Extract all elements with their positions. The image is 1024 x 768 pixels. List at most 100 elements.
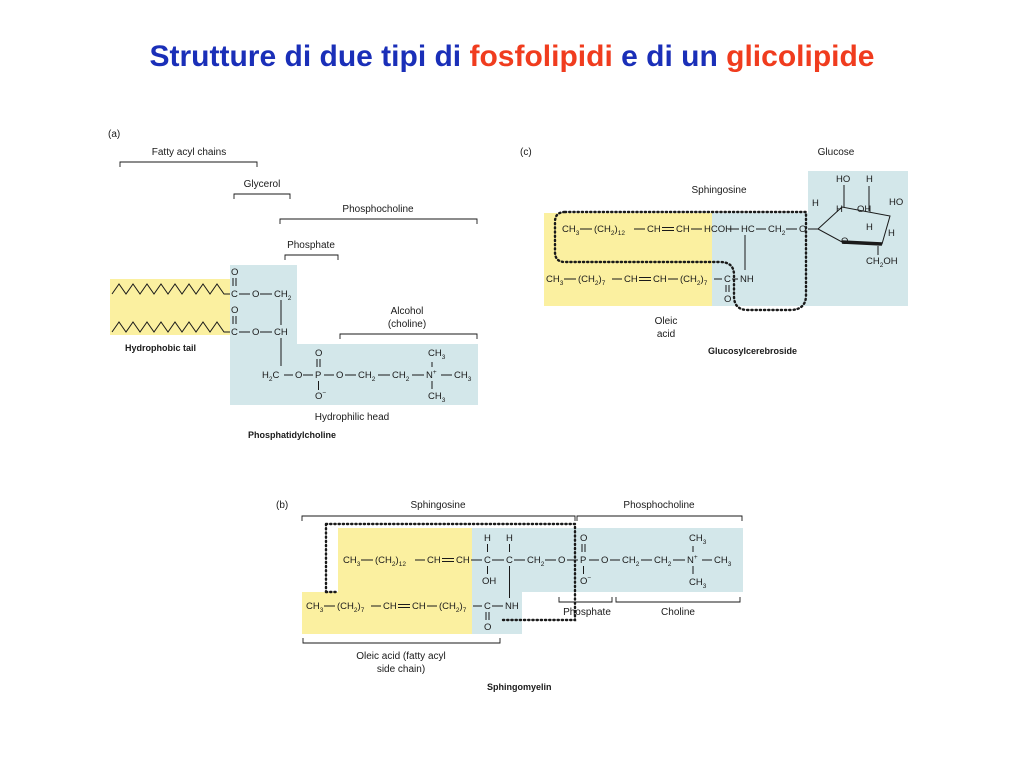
chem-ch2-a1: CH2 [274,289,292,302]
title-highlight-1: fosfolipidi [469,40,613,73]
acid-label-c: acid [657,329,675,340]
phosphate-brace-a [284,254,339,260]
chem-nh-c: NH [740,274,754,285]
chem-n-plus-a: N+ [426,369,437,381]
chem-ch-c2: CH [676,224,690,235]
panel-b-sphingomyelin: (b) Sphingosine Phosphocholine CH3 (CH2)… [276,500,743,692]
chem-c-a2: C [231,327,238,338]
hydrophobic-tail-region [110,279,230,335]
chem-ch3-a2: CH3 [428,348,446,361]
phosphate-brace-b [558,597,613,603]
chem-o-c3: O [841,236,848,247]
sphingomyelin-name: Sphingomyelin [487,682,552,692]
title-part-1: Strutture di due tipi di [149,40,470,73]
chem-o-c2: O [724,294,731,305]
hydrophilic-head-region [230,265,478,405]
double-bond-a3 [316,359,321,367]
chem-ch3-b3: CH3 [689,533,707,546]
phosphocholine-label-b: Phosphocholine [623,500,695,511]
double-bond-a1 [232,278,237,286]
alcohol-label: Alcohol [391,306,424,317]
hydrophilic-region-c [712,171,908,306]
panel-b-tag: (b) [276,500,288,511]
chem-o-minus-a: O− [315,390,326,402]
chem-c-a1: C [231,289,238,300]
choline-label-b: Choline [661,607,695,618]
panel-c-tag: (c) [520,147,532,158]
fatty-acyl-chains-label: Fatty acyl chains [152,147,226,158]
chem-ch2-7-c2: (CH2)7 [680,274,708,287]
chem-ch2-b1: CH2 [527,555,545,568]
chem-o-a6: O [315,348,322,359]
glycerol-brace [233,193,291,199]
hydrophobic-region-c [544,213,712,306]
chem-ch3-b1: CH3 [343,555,361,568]
chem-ho-c1: HO [836,174,850,185]
title-highlight-2: glicolipide [726,40,875,73]
glycerol-label: Glycerol [244,179,281,190]
glucose-ring [817,206,891,245]
sphingosine-hydrophobic-region [338,528,472,592]
chem-ch3-b2: CH3 [714,555,732,568]
oleic-label-b-1: Oleic acid (fatty acyl [356,651,445,662]
chem-ch2-a3: CH2 [392,370,410,383]
chem-h-b2: H [506,533,513,544]
chem-o-minus-b: O− [580,575,591,587]
sphingosine-brace-b [301,515,576,521]
chem-p-b: P [580,555,586,566]
chem-h-c2: H [866,174,873,185]
chem-ch2-12-b: (CH2)12 [375,555,406,568]
chem-h-c3: H [836,204,843,215]
oleic-label-b-2: side chain) [377,664,425,675]
chem-oh-c: OH [857,204,871,215]
double-bond-c3 [725,285,730,292]
phosphocholine-label-a: Phosphocholine [342,204,414,215]
hydrophilic-head-label: Hydrophilic head [315,412,390,423]
double-bond-a2 [232,316,237,324]
chem-ch2-c1: CH2 [768,224,786,237]
oleic-label-c: Oleic [655,316,678,327]
page-title: Strutture di due tipi di fosfolipidi e d… [0,40,1024,74]
chem-ch3-a3: CH3 [428,391,446,404]
chem-o-b1: O [558,555,565,566]
alcohol-brace [339,333,478,339]
chem-ch2-12-c: (CH2)12 [594,224,625,237]
chem-ch2-7-c1: (CH2)7 [578,274,606,287]
chem-o-a5: O [295,370,302,381]
ceramide-dotted-outline-c [553,210,808,312]
fatty-acyl-chains-brace [119,161,258,167]
hydrophobic-tail-label: Hydrophobic tail [125,343,196,353]
chem-ch-c3: CH [624,274,638,285]
chem-h2c-a: H2C [262,370,280,383]
hydrophilic-region-b [472,528,743,634]
sphingosine-label-b: Sphingosine [410,500,465,511]
double-bond-c1 [662,227,674,231]
chem-ch-b4: CH [412,601,426,612]
double-bond-b2 [581,544,586,552]
title-part-2: e di un [612,40,727,73]
chem-c-b3: C [484,601,491,612]
chem-o-a7: O [336,370,343,381]
chem-c-c: C [724,274,731,285]
glucose-ring-front-bond [841,240,883,246]
phosphocholine-brace-b [576,515,743,521]
chem-ch-b2: CH [456,555,470,566]
oleic-hydrophobic-region [302,592,472,634]
chem-ch3-a1: CH3 [454,370,472,383]
chem-ch2-a2: CH2 [358,370,376,383]
chem-c-b2: C [506,555,513,566]
chem-h-b1: H [484,533,491,544]
chem-o-c1: O [799,224,806,235]
ceramide-dotted-outline-b [324,522,577,622]
fatty-chain-1 [111,283,230,295]
glucosylcerebroside-name: Glucosylcerebroside [708,346,797,356]
chem-h-c5: H [888,228,895,239]
chem-p-a: P [315,370,321,381]
chem-ch2-7-b1: (CH2)7 [337,601,365,614]
sphingosine-label-c: Sphingosine [691,185,746,196]
phosphocholine-brace-a [279,218,478,224]
double-bond-b3 [398,604,410,608]
chem-ch-b3: CH [383,601,397,612]
chem-ch3-b4: CH3 [689,577,707,590]
